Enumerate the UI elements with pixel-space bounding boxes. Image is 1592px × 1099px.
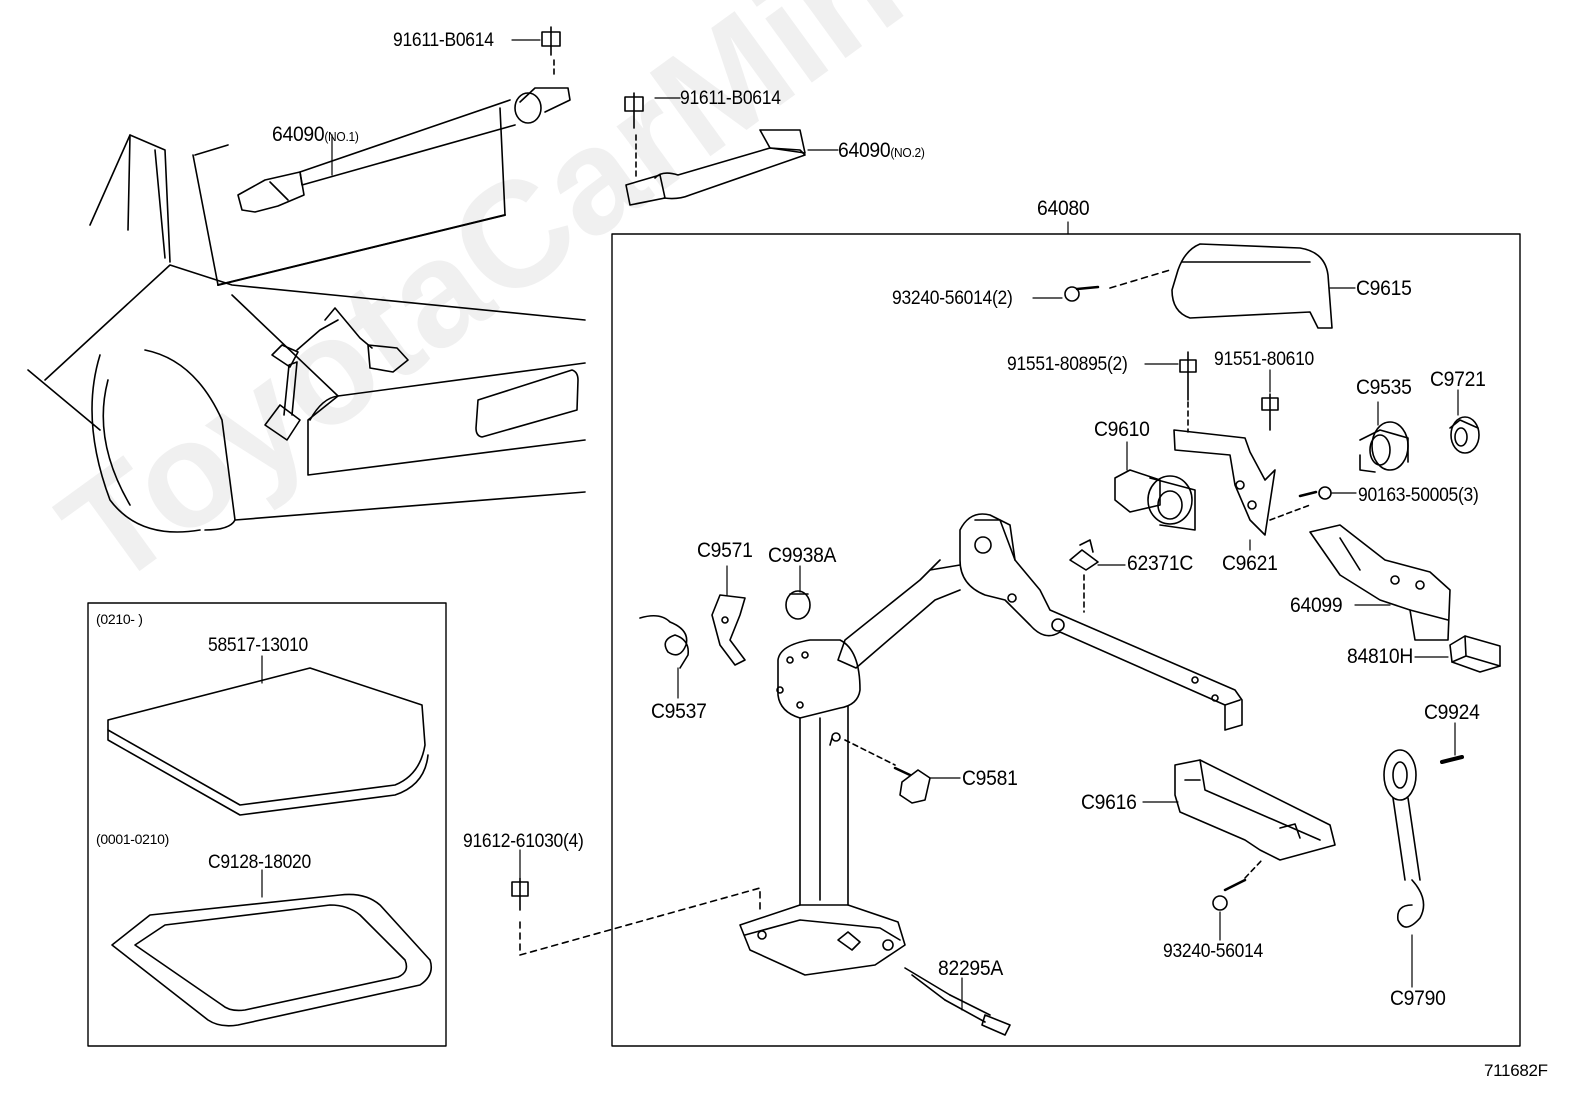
- bracket-drawing: [1173, 351, 1332, 536]
- label-c9610: C9610: [1094, 418, 1150, 441]
- figure-id: 711682F: [1484, 1061, 1548, 1080]
- c9790-drawing: [1383, 749, 1425, 928]
- label-c9924: C9924: [1424, 701, 1480, 724]
- strap-no2-number: 64090: [838, 139, 891, 162]
- label-c9537: C9537: [651, 700, 707, 723]
- label-cover-c9615: C9615: [1356, 277, 1412, 300]
- c9535-drawing: [1359, 421, 1409, 473]
- label-c9721: C9721: [1430, 368, 1486, 391]
- car-rear-illustration: [27, 107, 586, 533]
- label-bolt-91611-b: 91611-B0614: [680, 88, 781, 109]
- label-switch-84810h: 84810H: [1347, 645, 1414, 668]
- strap-no2-suffix: (NO.2): [890, 145, 925, 160]
- label-strap-no2: 64090(NO.2): [838, 140, 925, 161]
- cover-drawing: [1064, 243, 1333, 329]
- label-c9938a: C9938A: [768, 544, 837, 567]
- label-strap-no1: 64090(NO.1): [272, 124, 359, 145]
- label-assembly-64080: 64080: [1037, 197, 1090, 220]
- c9616-drawing: [1174, 759, 1336, 861]
- rod-drawing: [904, 967, 1011, 1036]
- c9537-drawing: [639, 614, 690, 669]
- label-screw-93240-2: 93240-56014(2): [892, 288, 1013, 309]
- inset-period-a: (0210- ): [96, 611, 143, 627]
- label-c9571: C9571: [697, 539, 753, 562]
- label-bracket-64099: 64099: [1290, 594, 1343, 617]
- label-knob-c9581: C9581: [962, 767, 1018, 790]
- mat-drawing: [107, 667, 429, 816]
- knob-drawing: [844, 739, 931, 804]
- lock-drawing: [1114, 469, 1196, 531]
- label-c9790: C9790: [1390, 987, 1446, 1010]
- clip-62371c-drawing: [1069, 539, 1099, 613]
- assembly-frame: [611, 233, 1521, 1047]
- label-c9535: C9535: [1356, 376, 1412, 399]
- label-bolt-90163: 90163-50005(3): [1358, 485, 1479, 506]
- frame-drawing: [111, 893, 433, 1027]
- c9721-drawing: [1449, 416, 1480, 454]
- c9571-drawing: [711, 594, 746, 666]
- jack-arm-drawing: [837, 513, 1243, 731]
- strap-no1-suffix: (NO.1): [324, 129, 359, 144]
- inset-period-b: (0001-0210): [96, 831, 169, 847]
- switch-drawing: [1449, 635, 1501, 673]
- label-bolt-91611-a: 91611-B0614: [393, 30, 494, 51]
- label-bolt-91612: 91612-61030(4): [463, 831, 584, 852]
- pin-c9924-drawing: [1440, 755, 1464, 764]
- c9938a-drawing: [785, 590, 811, 620]
- label-rod-82295a: 82295A: [938, 957, 1003, 980]
- base-bolt-drawing: [511, 877, 761, 956]
- bracket-64099-drawing: [1309, 524, 1451, 641]
- label-mat-58517: 58517-13010: [208, 635, 309, 656]
- label-c9616: C9616: [1081, 791, 1137, 814]
- strap-no1-number: 64090: [272, 123, 325, 146]
- strap-no2-drawing: [624, 92, 806, 206]
- jack-stand-drawing: [739, 639, 906, 976]
- label-frame-c9128: C9128-18020: [208, 852, 311, 873]
- label-clip-62371c: 62371C: [1127, 552, 1194, 575]
- strap-no1-drawing: [237, 26, 571, 213]
- screw-93240-drawing: [1212, 859, 1263, 911]
- label-bolt-91551-80895: 91551-80895(2): [1007, 354, 1128, 375]
- label-c9621: C9621: [1222, 552, 1278, 575]
- label-bolt-91551-80610: 91551-80610: [1214, 349, 1315, 370]
- label-screw-93240-56014: 93240-56014: [1163, 941, 1264, 962]
- leader-lines: [261, 39, 1459, 1011]
- inset-frame: [87, 602, 447, 1047]
